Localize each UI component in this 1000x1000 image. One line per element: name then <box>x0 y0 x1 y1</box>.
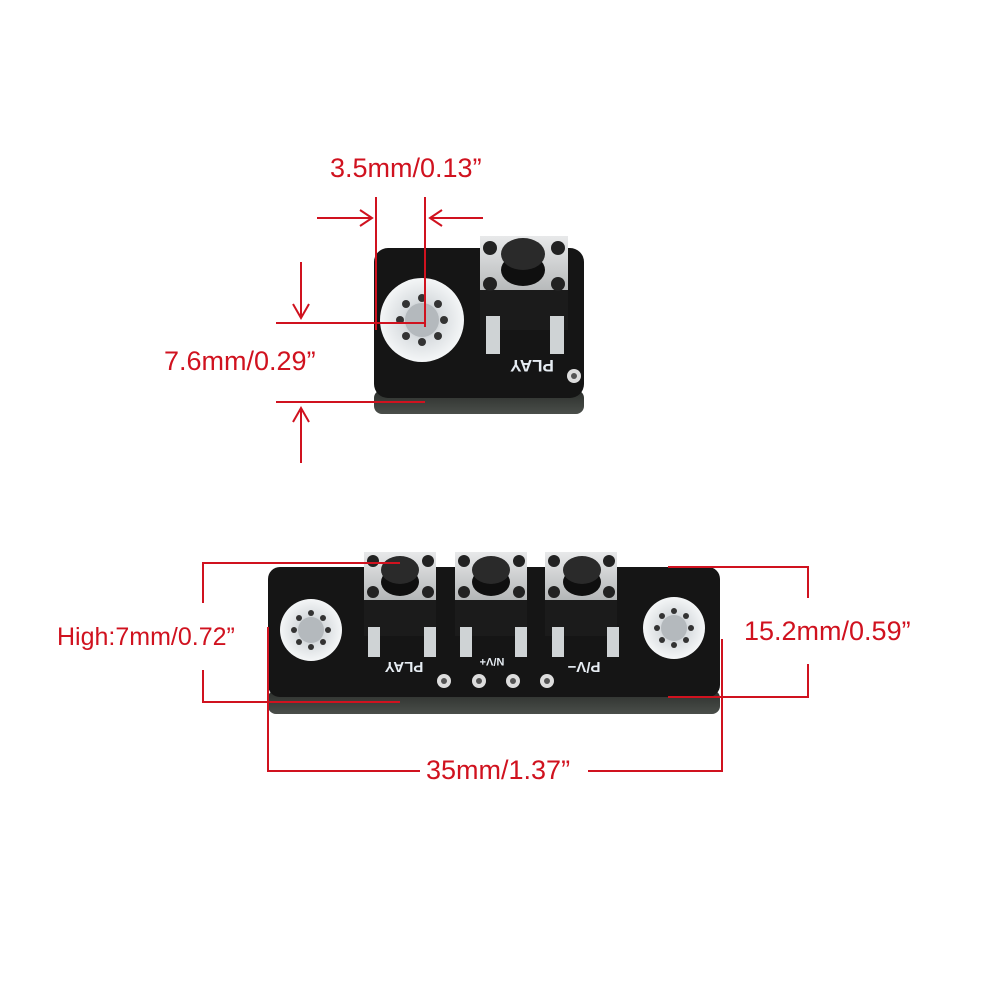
mounting-hole-icon <box>380 278 464 362</box>
button-prev-vol-down-icon <box>545 552 619 657</box>
right-mounting-hole-icon <box>643 597 705 659</box>
closeup-board: PLAY <box>374 236 584 414</box>
tactile-button-icon <box>480 236 568 354</box>
silkscreen-play: PLAY <box>509 356 553 375</box>
left-mounting-hole-icon <box>280 599 342 661</box>
button-next-vol-up-icon <box>455 552 527 657</box>
dimension-hole-offset: 3.5mm/0.13” <box>328 153 484 183</box>
dimension-lines <box>202 197 809 772</box>
silkscreen-pv: P/V− <box>567 658 600 675</box>
full-module-board: PLAY N/V+ P/V− <box>268 552 720 714</box>
dimension-hole-to-edge: 7.6mm/0.29” <box>162 346 318 376</box>
silkscreen-play: PLAY <box>385 658 424 675</box>
dimension-length: 35mm/1.37” <box>424 755 573 785</box>
dimension-width: 15.2mm/0.59” <box>742 616 913 646</box>
dimension-height: High:7mm/0.72” <box>55 623 237 651</box>
silkscreen-nv: N/V+ <box>480 655 505 667</box>
header-pads-icon <box>437 674 554 688</box>
button-play-icon <box>364 552 436 657</box>
